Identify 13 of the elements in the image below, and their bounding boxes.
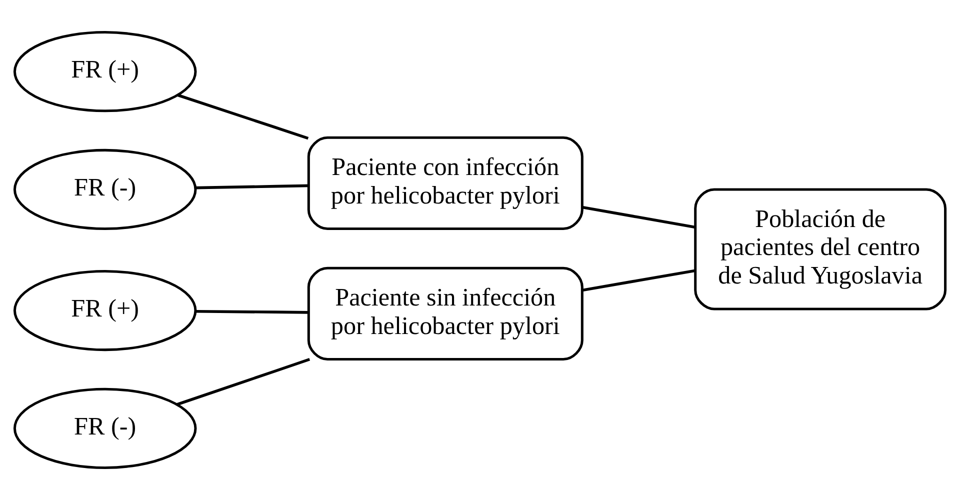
node-ellipse: FR (-) — [13, 387, 197, 468]
node-box: Población de pacientes del centro de Salud Yugoslavia — [694, 188, 947, 310]
connector — [582, 268, 696, 292]
connector — [176, 358, 310, 406]
connector — [582, 205, 696, 228]
node-box: Paciente sin infección por helicobacter pylori — [307, 266, 584, 360]
node-box: Paciente con infección por helicobacter pylori — [307, 136, 584, 230]
connector — [196, 309, 309, 314]
node-ellipse: FR (+) — [13, 30, 197, 112]
connector — [196, 184, 309, 189]
connector — [177, 93, 309, 140]
node-ellipse: FR (-) — [13, 148, 197, 230]
node-ellipse: FR (+) — [13, 269, 197, 351]
